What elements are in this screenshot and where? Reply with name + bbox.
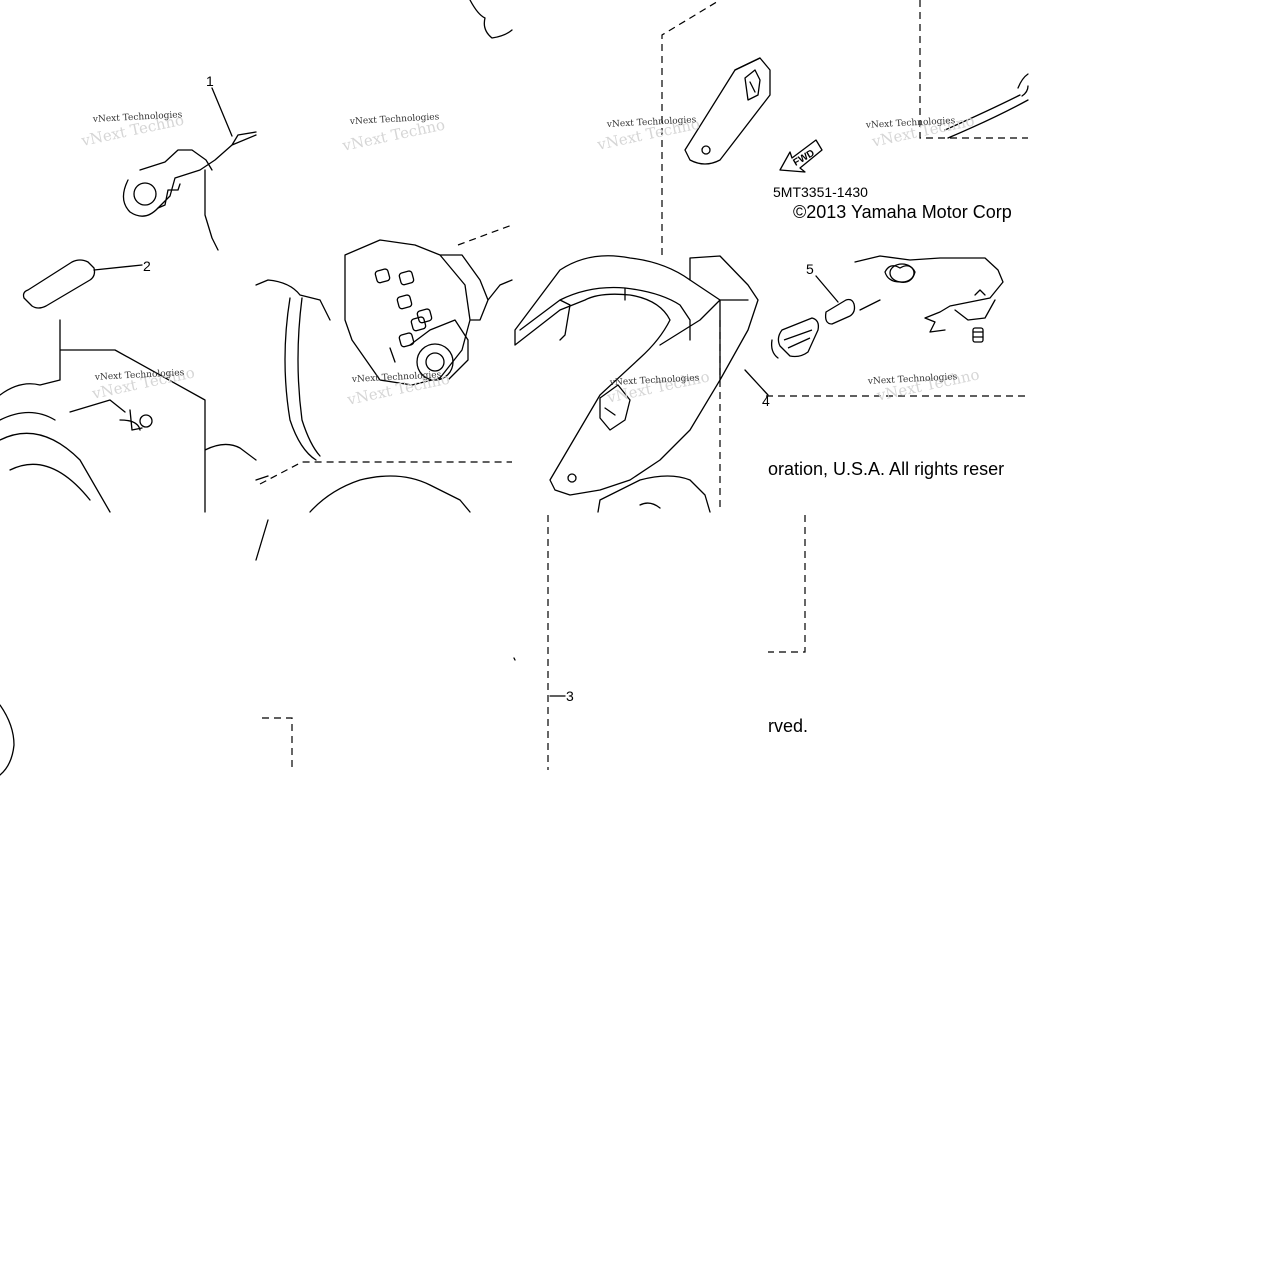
watermark-5: vNext Technologies bbox=[606, 115, 697, 130]
callout-3: 3 bbox=[566, 688, 574, 704]
callout-5: 5 bbox=[806, 261, 814, 277]
fwd-label: FWD bbox=[791, 148, 816, 169]
pump-housing bbox=[344, 239, 513, 386]
watermark-3: vNext Technologies bbox=[349, 112, 440, 127]
fitting-block bbox=[854, 255, 1004, 333]
watermark-8: vNext Technologies bbox=[609, 373, 700, 388]
part-4-handle bbox=[514, 255, 759, 496]
housing-left bbox=[0, 319, 257, 513]
part-5-sleeve bbox=[824, 298, 856, 325]
tile-top-middle: vNext Techno vNext Technologies vNext Te… bbox=[0, 0, 516, 776]
part-code: 5MT3351-1430 bbox=[773, 184, 868, 200]
watermark-4: vNext Technologies bbox=[351, 370, 442, 385]
watermark-6: vNext Technologies bbox=[865, 116, 956, 131]
watermark-2: vNext Technologies bbox=[94, 368, 185, 383]
hose-fitting bbox=[777, 317, 820, 358]
hose bbox=[284, 297, 321, 461]
fwd-arrow-icon: FWD bbox=[779, 139, 823, 173]
watermark-1: vNext Technologies bbox=[92, 110, 183, 125]
part-1-bracket bbox=[122, 131, 257, 251]
callout-2: 2 bbox=[143, 258, 151, 274]
callout-4: 4 bbox=[762, 393, 770, 409]
tile-center: 4 oration, U.S.A. All rights reser vNext… bbox=[514, 255, 1004, 513]
copyright-bottom: rved. bbox=[768, 716, 808, 736]
part-2-pad bbox=[22, 259, 96, 309]
callout-1: 1 bbox=[206, 73, 214, 89]
tile-bottom: 3 rved. bbox=[547, 515, 808, 770]
watermark-7: vNext Technologies bbox=[867, 372, 958, 387]
tile-top-left: 1 2 vNext Techno vNext Technologies vNex… bbox=[0, 73, 257, 513]
copyright-mid: oration, U.S.A. All rights reser bbox=[768, 459, 1004, 479]
part-1-hole bbox=[133, 182, 157, 206]
upper-bracket bbox=[684, 57, 771, 165]
copyright-top: ©2013 Yamaha Motor Corp bbox=[793, 202, 1012, 222]
